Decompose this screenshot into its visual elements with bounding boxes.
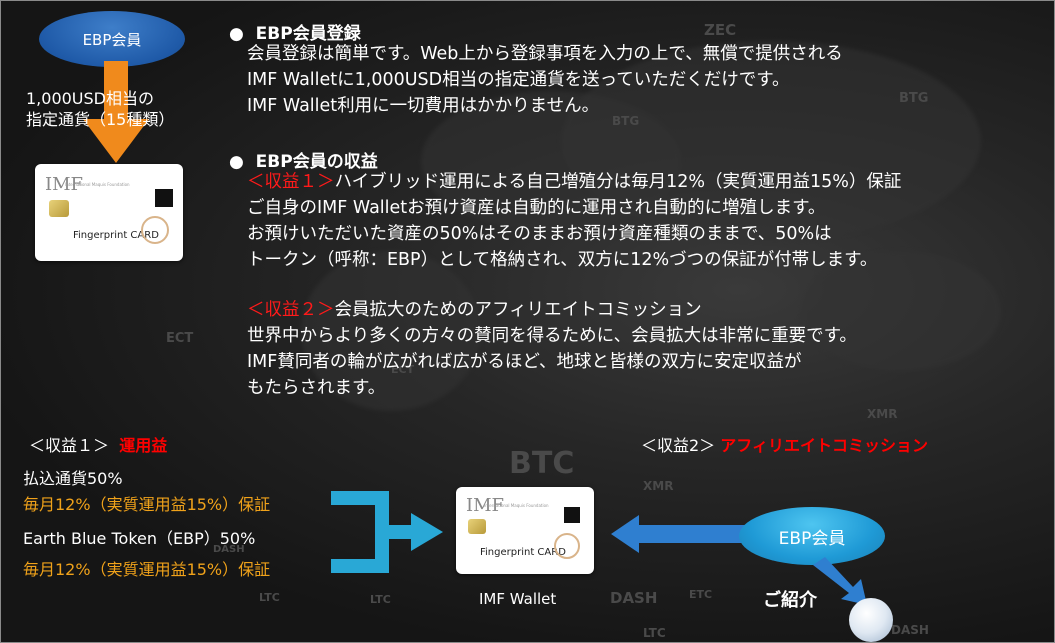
bg-coin-label: DASH bbox=[213, 544, 245, 555]
benefit2-detail: もたらされます。 bbox=[247, 378, 386, 398]
bg-coin-label: BTG bbox=[899, 91, 929, 106]
deposit-caption-line2: 指定通貨（15種類） bbox=[26, 110, 175, 129]
map-shape bbox=[801, 251, 1001, 371]
referral-label: ご紹介 bbox=[763, 590, 817, 611]
bg-coin-label: ETC bbox=[689, 588, 713, 601]
payment-currency-row: 払込通貨50% bbox=[23, 469, 123, 488]
fingerprint-card-image: IMF International Maquis Foundation Fing… bbox=[35, 164, 183, 261]
section1-line: IMF Walletに1,000USD相当の指定通貨を送っていただくだけです。 bbox=[247, 70, 790, 90]
card-name: Fingerprint CARD bbox=[480, 547, 566, 558]
card-name: Fingerprint CARD bbox=[73, 230, 159, 241]
card-chip-icon bbox=[468, 519, 486, 534]
fingerprint-sensor-icon bbox=[564, 507, 580, 523]
deposit-caption-line1: 1,000USD相当の bbox=[26, 89, 154, 108]
bullet-icon: ● bbox=[229, 24, 256, 44]
bg-coin-label: XMR bbox=[867, 407, 898, 421]
bg-coin-label: BTC bbox=[509, 446, 575, 481]
bottom-left-heading-label: ＜収益１＞ bbox=[29, 436, 110, 455]
bg-coin-label: LTC bbox=[643, 626, 666, 640]
benefit1-detail: トークン（呼称：EBP）として格納され、双方に12%づつの保証が付帯します。 bbox=[247, 250, 878, 270]
bottom-left-heading-value: 運用益 bbox=[119, 436, 168, 455]
left-arrow-icon bbox=[611, 515, 761, 553]
bullet-icon: ● bbox=[229, 152, 256, 172]
bg-coin-label: DASH bbox=[610, 589, 658, 607]
referral-arrow-icon bbox=[813, 557, 867, 605]
fingerprint-sensor-icon bbox=[155, 189, 173, 207]
bottom-right-heading: ＜収益2＞ アフィリエイトコミッション bbox=[641, 432, 928, 456]
bg-coin-label: ECT bbox=[391, 363, 415, 376]
card-logo: IMF bbox=[466, 495, 505, 516]
bg-coin-label: LTC bbox=[370, 593, 391, 606]
card-logo: IMF bbox=[45, 174, 84, 195]
down-arrow-icon bbox=[83, 61, 149, 163]
fingerprint-swirl-icon bbox=[141, 216, 169, 244]
ebp-token-row: Earth Blue Token（EBP）50% bbox=[23, 529, 256, 548]
card-chip-icon bbox=[49, 200, 69, 217]
section2-heading: ● EBP会員の収益 bbox=[229, 147, 378, 172]
card-logo-subtitle: International Maquis Foundation bbox=[484, 503, 549, 508]
card-logo-subtitle: International Maquis Foundation bbox=[65, 182, 130, 187]
section1-line: IMF Wallet利用に一切費用はかかりません。 bbox=[247, 96, 600, 116]
benefit2-detail: 世界中からより多くの方々の賛同を得るために、会員拡大は非常に重要です。 bbox=[247, 326, 857, 346]
benefit1-text: ハイブリッド運用による自己増殖分は毎月12%（実質運用益15%）保証 bbox=[334, 172, 902, 192]
ebp-token-guarantee: 毎月12%（実質運用益15%）保証 bbox=[23, 560, 271, 579]
bottom-right-heading-label: ＜収益2＞ bbox=[641, 436, 716, 455]
ebp-member-oval: EBP会員 bbox=[39, 11, 185, 67]
fingerprint-swirl-icon bbox=[554, 533, 580, 559]
bg-coin-label: LTC bbox=[259, 591, 280, 604]
benefit1-tag: ＜収益１＞ bbox=[247, 172, 335, 192]
bg-coin-label: DASH bbox=[891, 623, 929, 637]
benefit2-tag: ＜収益２＞ bbox=[247, 300, 335, 320]
bg-coin-label: BTG bbox=[612, 114, 640, 128]
ebp-member-label: EBP会員 bbox=[82, 30, 142, 49]
bottom-left-heading: ＜収益１＞ 運用益 bbox=[29, 432, 167, 456]
bg-coin-label: ZEC bbox=[704, 21, 737, 39]
benefit1-detail: お預けいただいた資産の50%はそのままお預け資産種類のままで、50%は bbox=[247, 224, 832, 244]
bg-coin-label: ECT bbox=[166, 331, 194, 346]
map-shape bbox=[561, 41, 981, 241]
referral-circle bbox=[849, 598, 893, 642]
benefit2-detail: IMF賛同者の輪が広がれば広がるほど、地球と皆様の双方に安定収益が bbox=[247, 352, 802, 372]
ebp-member-oval-right: EBP会員 bbox=[739, 507, 885, 565]
payment-currency-guarantee: 毎月12%（実質運用益15%）保証 bbox=[23, 495, 271, 514]
map-shape bbox=[301, 251, 481, 411]
benefit2-line: ＜収益２＞会員拡大のためのアフィリエイトコミッション bbox=[247, 297, 702, 323]
section1-line: 会員登録は簡単です。Web上から登録事項を入力の上で、無償で提供される bbox=[247, 44, 843, 64]
imf-wallet-caption: IMF Wallet bbox=[479, 590, 557, 608]
imf-wallet-card-image: IMF International Maquis Foundation Fing… bbox=[456, 487, 594, 574]
section1-heading: ● EBP会員登録 bbox=[229, 19, 361, 44]
ebp-member-label-right: EBP会員 bbox=[778, 528, 846, 549]
section1-title: EBP会員登録 bbox=[255, 24, 361, 44]
bg-coin-label: XMR bbox=[643, 479, 674, 493]
bottom-right-heading-value: アフィリエイトコミッション bbox=[720, 436, 928, 455]
section2-title: EBP会員の収益 bbox=[255, 152, 378, 172]
benefit1-line: ＜収益１＞ハイブリッド運用による自己増殖分は毎月12%（実質運用益15%）保証 bbox=[247, 169, 901, 195]
merge-arrow-icon bbox=[331, 491, 443, 573]
benefit1-detail: ご自身のIMF Walletお預け資産は自動的に運用され自動的に増殖します。 bbox=[247, 198, 826, 218]
benefit2-text: 会員拡大のためのアフィリエイトコミッション bbox=[334, 300, 702, 320]
